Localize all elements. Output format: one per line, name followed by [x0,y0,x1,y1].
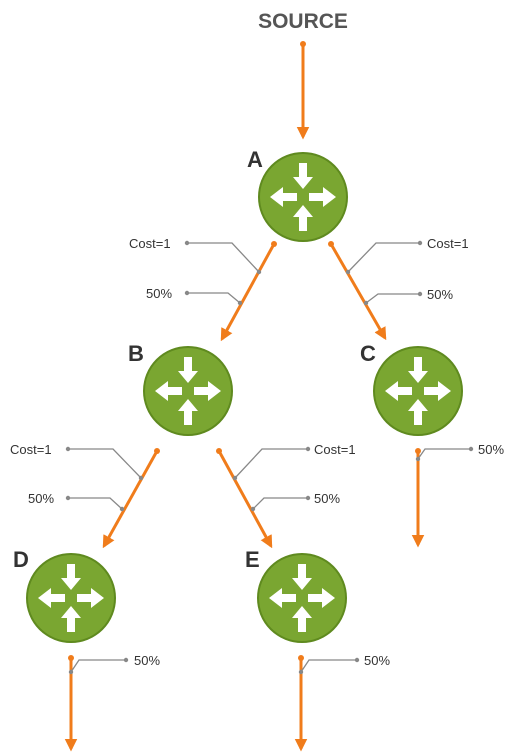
edge-b-e-cost: Cost=1 [314,442,356,457]
edge-c-out: 50% [411,442,504,548]
edge-c-out-share: 50% [478,442,504,457]
edge-a-c-share: 50% [427,287,453,302]
edge-b-d: Cost=1 50% [10,442,160,549]
edge-b-e-share: 50% [314,491,340,506]
router-a-icon [258,152,348,242]
edge-a-b-share: 50% [146,286,172,301]
router-b-label: B [128,341,144,366]
router-c-label: C [360,341,376,366]
router-b: B [128,341,233,436]
router-e-icon [257,553,347,643]
router-e-label: E [245,547,260,572]
edge-b-e: Cost=1 50% [216,442,356,549]
router-c-icon [373,346,463,436]
router-d-icon [26,553,116,643]
edge-a-c: Cost=1 50% [328,236,469,341]
edge-e-out: 50% [294,653,390,752]
edge-b-d-share: 50% [28,491,54,506]
router-d: D [13,547,116,643]
router-d-label: D [13,547,29,572]
edge-d-out-share: 50% [134,653,160,668]
edge-a-c-cost: Cost=1 [427,236,469,251]
edge-a-b: Cost=1 50% [129,236,277,342]
router-a: A [247,147,348,242]
router-e: E [245,547,347,643]
edge-source-a [296,41,310,140]
source-title: SOURCE [258,10,348,33]
edge-e-out-share: 50% [364,653,390,668]
edge-a-b-cost: Cost=1 [129,236,171,251]
router-b-icon [143,346,233,436]
router-c: C [360,341,463,436]
router-a-label: A [247,147,263,172]
edge-d-out: 50% [64,653,160,752]
edge-b-d-cost: Cost=1 [10,442,52,457]
